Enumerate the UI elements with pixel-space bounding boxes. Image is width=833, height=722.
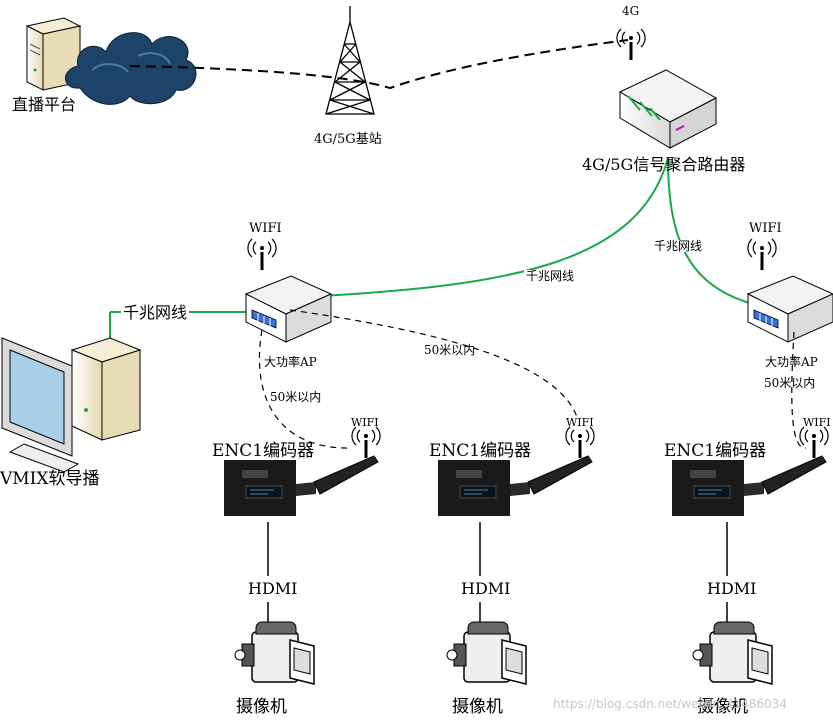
ap-right-icon [746, 237, 833, 343]
wifi-label-ap-right: WIFI [749, 221, 782, 236]
ap-left-label: 大功率AP [264, 355, 317, 369]
encoder-label-3: ENC1编码器 [664, 441, 767, 461]
encoder-icon-3 [671, 455, 827, 517]
hdmi-label-3: HDMI [707, 579, 757, 598]
tower-icon [325, 6, 375, 115]
camera-label-3: 摄像机 [697, 697, 748, 717]
router-label: 4G/5G信号聚合路由器 [582, 155, 746, 174]
gigabit-label-mid: 千兆网线 [524, 269, 577, 283]
hdmi-cables [267, 522, 728, 624]
encoder-label-1: ENC1编码器 [212, 441, 315, 461]
gigabit-label-left: 千兆网线 [121, 303, 190, 322]
wifi-label-ap-left: WIFI [249, 221, 282, 236]
range-label-right: 50米以内 [764, 376, 816, 390]
live-platform-label: 直播平台 [12, 95, 77, 114]
wifi-icon-1 [350, 425, 382, 460]
camera-icon-1 [234, 621, 315, 685]
encoder-label-2: ENC1编码器 [429, 441, 532, 461]
router-icon [615, 27, 718, 149]
ap-left-icon [245, 237, 332, 343]
range-label-mid: 50米以内 [424, 343, 476, 357]
wifi-label-enc-3: WIFI [803, 416, 831, 429]
hdmi-label-1: HDMI [248, 579, 298, 598]
camera-icon-2 [446, 621, 527, 685]
wifi-icon-2 [564, 425, 596, 460]
wifi-label-enc-1: WIFI [351, 416, 379, 429]
watermark: https://blog.csdn.net/weixin_41486034 [553, 697, 788, 711]
vmix-label: VMIX软导播 [0, 469, 100, 489]
camera-label-1: 摄像机 [236, 697, 287, 717]
router-4g-label: 4G [622, 4, 640, 18]
camera-icon-3 [692, 621, 773, 685]
wifi-links [258, 309, 807, 449]
gigabit-label-right: 千兆网线 [652, 239, 705, 253]
base-station-label: 4G/5G基站 [314, 132, 382, 147]
encoder-icon-1 [223, 455, 379, 517]
ap-right-label: 大功率AP [765, 355, 818, 369]
cellular-link [129, 39, 629, 90]
encoder-icon-2 [437, 455, 593, 517]
wifi-icon-3 [798, 425, 830, 460]
hdmi-label-2: HDMI [461, 579, 511, 598]
vmix-pc-icon [1, 337, 142, 473]
cloud-icon [65, 32, 197, 105]
wifi-label-enc-2: WIFI [566, 416, 594, 429]
range-label-left: 50米以内 [270, 390, 322, 404]
camera-label-2: 摄像机 [452, 697, 503, 717]
